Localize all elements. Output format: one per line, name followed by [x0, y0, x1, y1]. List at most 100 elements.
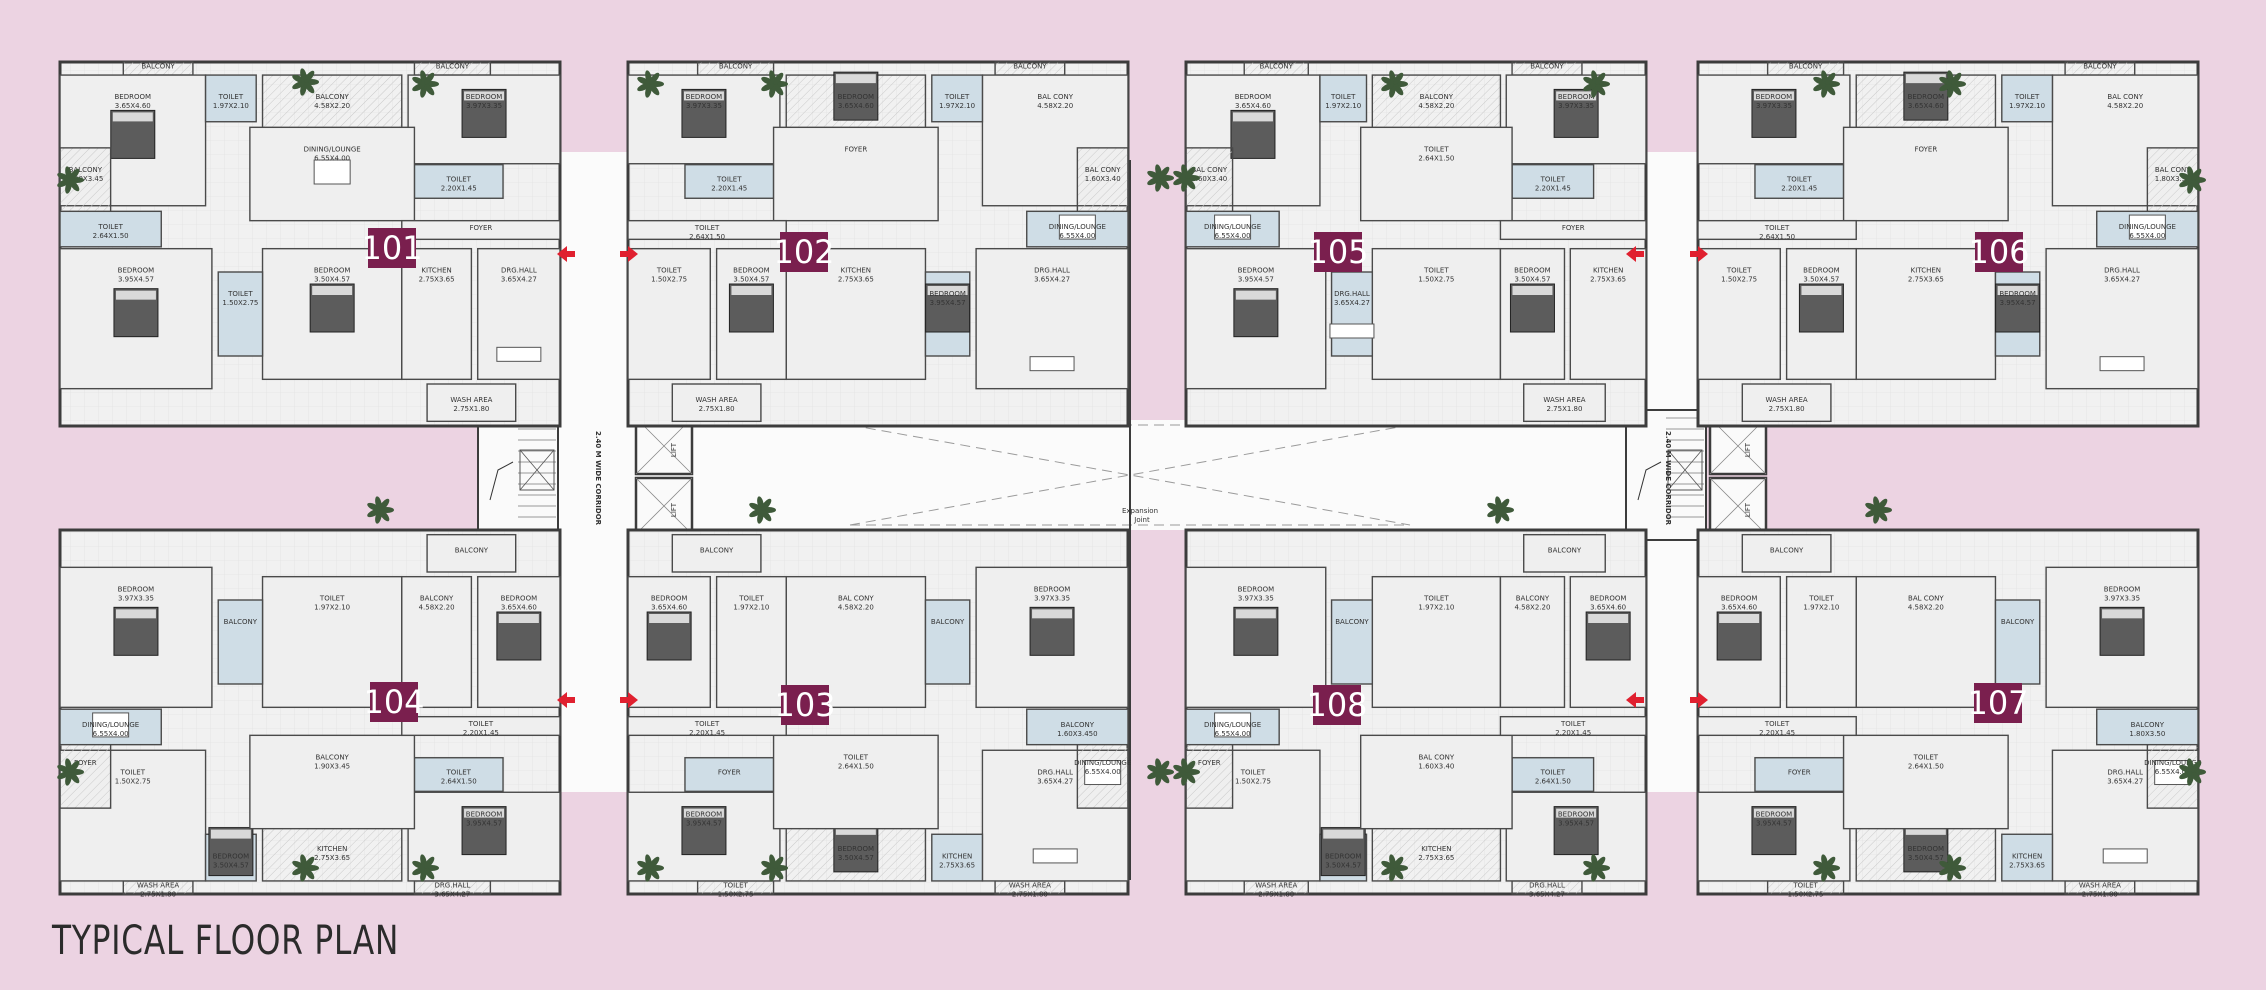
room-name: DINING/LOUNGE — [2144, 759, 2201, 767]
plant-icon — [1173, 164, 1200, 192]
pillow-icon — [112, 112, 153, 122]
leaf — [1185, 166, 1196, 179]
room-name: BAL CONY — [1037, 93, 1073, 101]
room-size: 2.75X3.65 — [2009, 861, 2045, 869]
leaf — [1939, 866, 1953, 876]
leaf — [749, 502, 763, 512]
room: FOYER — [1754, 757, 1845, 793]
room-name: BEDROOM — [118, 585, 155, 593]
room-outline — [1842, 734, 2009, 830]
room-size: 2.64X1.50 — [1535, 778, 1571, 786]
entry-arrow-icon — [1690, 692, 1708, 708]
unit-badge-bg — [368, 228, 416, 268]
unit-badge-101: 101 — [361, 228, 423, 268]
sofa-icon — [496, 346, 542, 362]
leaf — [1825, 856, 1836, 869]
unit-badge-105: 105 — [1307, 232, 1369, 272]
room-name: TOILET — [446, 175, 472, 183]
room-name: BEDROOM — [651, 595, 688, 603]
leaf — [1487, 502, 1501, 512]
room: BALCONY — [122, 61, 194, 76]
room-outline — [684, 163, 775, 199]
leaf — [412, 82, 426, 92]
room-size: 3.97X3.35 — [118, 594, 154, 602]
room-name: BALCONY — [1770, 547, 1804, 555]
plant-icon — [1583, 854, 1610, 882]
room-size: 1.90X3.45 — [314, 762, 350, 770]
room-size: 1.97X2.10 — [1418, 604, 1454, 612]
unit-number: 102 — [773, 233, 834, 271]
room-name: TOILET — [2014, 93, 2040, 101]
pillow-icon — [1753, 91, 1794, 101]
expansion-joint-label: Joint — [1133, 516, 1150, 524]
corridor-left — [558, 152, 634, 792]
room-outline — [1785, 575, 1857, 709]
room-name: BEDROOM — [838, 93, 875, 101]
room-outline — [426, 533, 517, 573]
room-outline — [59, 210, 162, 248]
pillow-icon — [210, 829, 251, 839]
room-outline — [715, 575, 787, 709]
leaf — [292, 74, 306, 84]
room-size: 3.50X4.57 — [1803, 276, 1839, 284]
leaf — [1939, 82, 1953, 92]
room-name: BEDROOM — [1034, 585, 1071, 593]
room-name: BALCONY — [1789, 63, 1823, 71]
plant-icon — [1381, 70, 1408, 98]
room-name: TOILET — [218, 93, 244, 101]
room-size: 1.80X3.50 — [2155, 175, 2191, 183]
room-name: BALCONY — [931, 618, 965, 626]
room-name: TOILET — [1240, 768, 1266, 776]
room-size: 1.97X2.10 — [1325, 102, 1361, 110]
entry-arrow-icon — [620, 692, 638, 708]
room-outline — [217, 599, 264, 685]
room-name: BALCONY — [315, 753, 349, 761]
dining-table-icon — [313, 159, 351, 185]
room-size: 2.75X1.80 — [453, 405, 489, 413]
room-name: BALCONY — [2083, 63, 2117, 71]
room-name: FOYER — [74, 759, 97, 767]
unit-number: 106 — [1968, 233, 2029, 271]
room-size: 3.95X4.57 — [1238, 276, 1274, 284]
room-size: 2.20X1.45 — [1781, 184, 1817, 192]
room-outline — [1523, 383, 1606, 423]
room-size: 4.58X2.20 — [1418, 102, 1454, 110]
leaf — [1583, 76, 1597, 86]
room-outline — [671, 533, 762, 573]
room-size: 3.65X4.27 — [2104, 276, 2140, 284]
room-name: BALCONY — [1335, 618, 1369, 626]
pillow-icon — [1905, 74, 1946, 84]
plant-icon — [761, 70, 788, 98]
room-outline — [217, 271, 264, 357]
room-name: TOILET — [944, 93, 970, 101]
leaf — [1951, 856, 1962, 869]
leaf — [773, 867, 784, 880]
room-name: TOILET — [1540, 769, 1566, 777]
leaf — [1595, 83, 1606, 96]
unit-107: WASH AREA2.75X1.80DRG.HALL3.65X4.27KITCH… — [1696, 528, 2201, 898]
leaf — [69, 760, 80, 773]
plant-icon — [2179, 166, 2206, 194]
room-size: 1.80X3.50 — [2129, 730, 2165, 738]
leaf — [412, 866, 426, 876]
unit-101: BALCONYBEDROOM3.65X4.60TOILET1.97X2.10BA… — [58, 60, 562, 428]
leaf — [761, 509, 772, 522]
room-name: BALCONY — [700, 547, 734, 555]
leaf — [1381, 82, 1395, 92]
leaf — [1825, 83, 1836, 96]
room-size: 2.75X3.65 — [1590, 276, 1626, 284]
room-name: DINING/LOUNGE — [82, 721, 139, 729]
leaf — [1865, 502, 1879, 512]
